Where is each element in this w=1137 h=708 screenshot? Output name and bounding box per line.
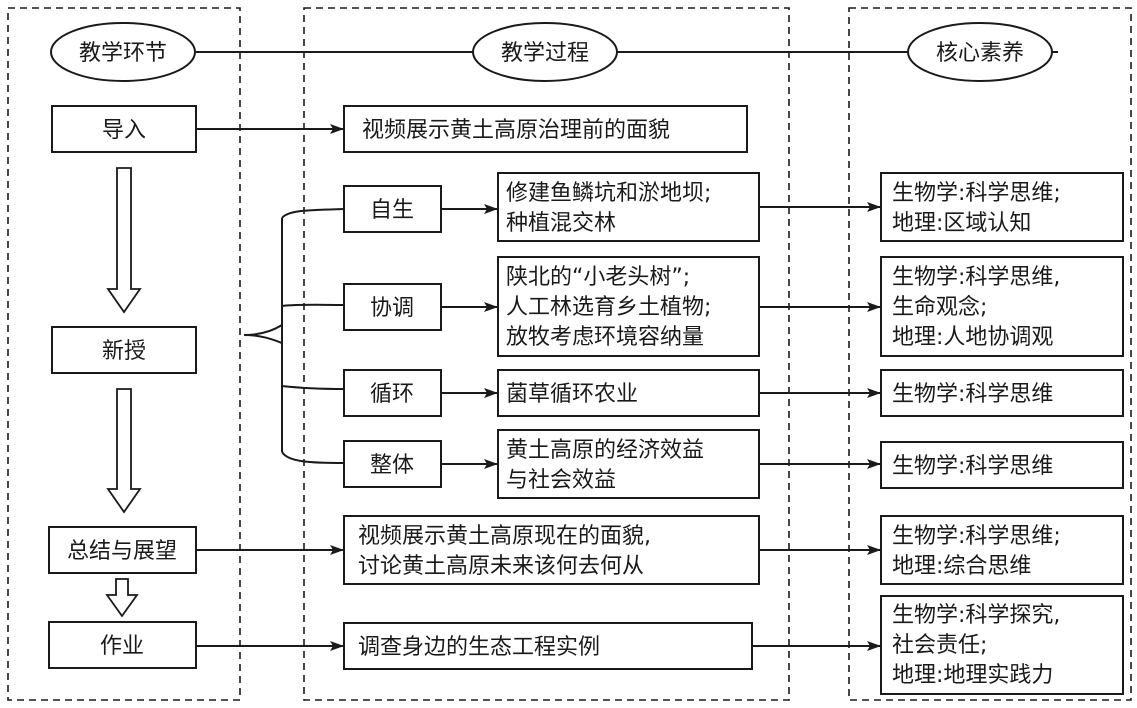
stage-intro-label: 导入: [102, 118, 146, 143]
hollow-arrow-down-icon: [106, 167, 142, 314]
process-summary-line: 视频展示黄土高原现在的面貌,: [358, 524, 651, 549]
process-holism: 黄土高原的经济效益 与社会效益: [497, 429, 760, 499]
brace-bracket-icon: [243, 208, 345, 464]
literacy-summary: 生物学:科学思维; 地理:综合思维: [880, 515, 1124, 585]
literacy-self-sustaining: 生物学:科学思维; 地理:区域认知: [880, 172, 1124, 242]
literacy-line: 生物学:科学思维: [892, 382, 1053, 407]
stage-new-lesson: 新授: [51, 326, 197, 374]
principle-holism: 整体: [343, 440, 442, 488]
literacy-line: 生物学:科学思维: [892, 454, 1053, 479]
process-summary-line: 讨论黄土高原未来该何去何从: [358, 554, 644, 579]
process-coordination-line: 人工林选育乡土植物;: [506, 295, 711, 320]
principle-self-sustaining: 自生: [343, 185, 442, 233]
process-intro-line: 视频展示黄土高原治理前的面貌: [362, 118, 670, 143]
literacy-line: 生物学:科学思维;: [892, 181, 1061, 206]
principle-cycling: 循环: [343, 369, 442, 417]
literacy-homework: 生物学:科学探究, 社会责任; 地理:地理实践力: [880, 595, 1124, 695]
literacy-line: 生物学:科学思维,: [892, 265, 1060, 290]
principle-cycling-label: 循环: [370, 382, 414, 407]
literacy-coordination: 生物学:科学思维, 生命观念; 地理:人地协调观: [880, 256, 1124, 357]
literacy-line: 地理:人地协调观: [892, 325, 1053, 350]
principle-holism-label: 整体: [370, 453, 414, 478]
process-coordination-line: 陕北的“小老头树”;: [506, 265, 690, 290]
stage-homework-label: 作业: [100, 634, 144, 659]
process-homework-line: 调查身边的生态工程实例: [358, 635, 600, 660]
principle-coordination-label: 协调: [370, 296, 414, 321]
stage-new-lesson-label: 新授: [102, 339, 146, 364]
stage-summary-label: 总结与展望: [67, 539, 177, 564]
hollow-arrow-down-icon: [105, 578, 139, 618]
header-literacy: 核心素养: [907, 22, 1053, 82]
literacy-line: 生物学:科学思维;: [892, 524, 1061, 549]
header-literacy-label: 核心素养: [936, 41, 1024, 66]
stage-summary: 总结与展望: [48, 526, 197, 574]
principle-self-sustaining-label: 自生: [370, 198, 414, 223]
stage-homework: 作业: [48, 621, 197, 669]
literacy-holism: 生物学:科学思维: [880, 441, 1124, 489]
literacy-line: 生物学:科学探究,: [892, 603, 1060, 628]
literacy-line: 生命观念;: [892, 295, 987, 320]
literacy-line: 地理:地理实践力: [892, 663, 1053, 688]
literacy-line: 地理:区域认知: [892, 211, 1031, 236]
literacy-line: 社会责任;: [892, 633, 987, 658]
process-self-sustaining-line: 修建鱼鳞坑和淤地坝;: [506, 181, 711, 206]
hollow-arrow-down-icon: [106, 388, 142, 514]
process-holism-line: 与社会效益: [506, 468, 616, 493]
column-frame-stages: [7, 7, 241, 701]
header-stages-label: 教学环节: [79, 41, 167, 66]
column-frame-literacy: [848, 7, 1132, 701]
process-coordination-line: 放牧考虑环境容纳量: [506, 325, 704, 350]
process-intro: 视频展示黄土高原治理前的面貌: [343, 105, 748, 153]
process-cycling-line: 菌草循环农业: [506, 382, 638, 407]
principle-coordination: 协调: [343, 283, 442, 331]
stage-intro: 导入: [51, 105, 197, 153]
column-frame-process: [303, 7, 790, 701]
literacy-cycling: 生物学:科学思维: [880, 369, 1124, 417]
literacy-line: 地理:综合思维: [892, 554, 1031, 579]
header-stages: 教学环节: [50, 22, 196, 82]
process-self-sustaining: 修建鱼鳞坑和淤地坝; 种植混交林: [497, 172, 760, 242]
header-process: 教学过程: [472, 22, 618, 82]
process-holism-line: 黄土高原的经济效益: [506, 438, 704, 463]
process-homework: 调查身边的生态工程实例: [343, 622, 753, 670]
process-cycling: 菌草循环农业: [497, 369, 760, 417]
process-self-sustaining-line: 种植混交林: [506, 211, 616, 236]
header-process-label: 教学过程: [501, 41, 589, 66]
process-coordination: 陕北的“小老头树”; 人工林选育乡土植物; 放牧考虑环境容纳量: [497, 256, 760, 357]
process-summary: 视频展示黄土高原现在的面貌, 讨论黄土高原未来该何去何从: [343, 515, 760, 585]
